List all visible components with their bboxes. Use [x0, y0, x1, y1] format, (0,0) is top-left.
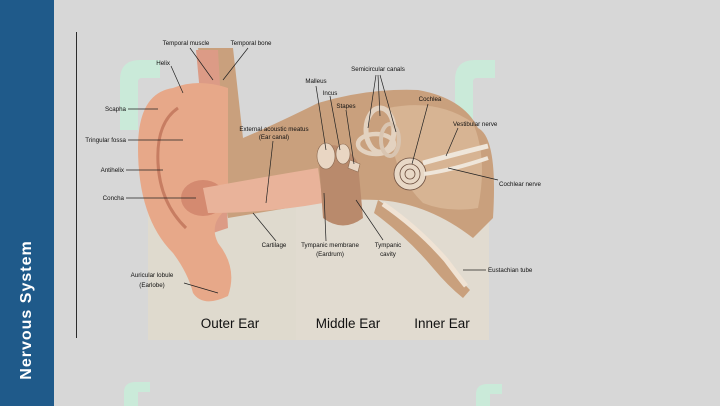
label-concha: Concha [103, 195, 125, 202]
vertical-divider [76, 32, 77, 338]
label-incus: Incus [323, 90, 338, 97]
ear-anatomy-diagram: Temporal muscle Temporal bone Helix Scap… [85, 40, 542, 340]
label-temporal-bone: Temporal bone [231, 40, 272, 47]
leader-canals-1 [367, 74, 377, 129]
label-eardrum: (Eardrum) [316, 251, 344, 258]
leader-temporal-muscle [189, 47, 214, 81]
sidebar-title: Nervous System [18, 240, 35, 380]
semicircular-canal-3 [379, 122, 401, 158]
label-temporal-muscle: Temporal muscle [163, 40, 210, 47]
leader-vestibular-nerve [445, 127, 459, 157]
label-scapha: Scapha [105, 106, 127, 113]
leader-temporal-bone [222, 47, 249, 81]
label-stapes: Stapes [336, 103, 355, 110]
malleus-shape [316, 142, 336, 170]
label-vestibular-nerve: Vestibular nerve [453, 121, 498, 128]
leader-tympanic-membrane [323, 192, 327, 242]
label-cochlea: Cochlea [419, 96, 442, 103]
leader-canals-3 [379, 74, 397, 133]
label-triangular-fossa: Tringular fossa [85, 137, 126, 144]
vestibular-nerve-shape [422, 143, 489, 166]
eustachian-tube-shape [381, 201, 468, 288]
semicircular-canal-2 [355, 131, 397, 157]
leader-ear-canal [265, 140, 274, 204]
cochlea-spiral-inner [404, 168, 416, 180]
cochlea-shape [393, 157, 427, 191]
label-helix: Helix [156, 60, 171, 67]
leader-tympanic-cavity [355, 199, 384, 241]
leader-malleus [315, 85, 327, 151]
label-malleus: Malleus [305, 78, 326, 85]
leader-helix [170, 65, 184, 94]
label-tympanic-cavity-line1: Tympanic [375, 242, 401, 249]
ear-canal-shape [203, 168, 323, 213]
label-antihelix: Antihelix [101, 167, 125, 174]
leader-cochlear-nerve [447, 167, 499, 181]
leader-earlobe [183, 282, 219, 294]
label-ear-canal: (Ear canal) [259, 134, 289, 141]
label-external-meatus: External acoustic meatus [239, 126, 308, 133]
eustachian-tube-bone [374, 200, 470, 298]
leader-stapes [345, 109, 355, 165]
label-cochlear-nerve: Cochlear nerve [499, 181, 542, 188]
region-title-middle-ear: Middle Ear [316, 316, 381, 331]
antihelix-fold [156, 106, 188, 230]
label-eustachian-tube: Eustachian tube [488, 267, 533, 274]
region-title-outer-ear: Outer Ear [201, 316, 260, 331]
label-auricular-lobule: Auricular lobule [131, 272, 174, 279]
cochlear-nerve-shape [423, 156, 489, 176]
sidebar: Nervous System [0, 0, 54, 406]
leader-cochlea [411, 103, 429, 165]
label-tympanic-cavity-line2: cavity [380, 251, 397, 258]
leader-incus [329, 95, 341, 151]
label-earlobe: (Earlobe) [139, 282, 164, 289]
label-cartilage: Cartilage [262, 242, 287, 249]
stapes-shape [347, 159, 361, 173]
region-title-inner-ear: Inner Ear [414, 316, 470, 331]
leader-cartilage [252, 212, 277, 242]
leader-canals-2 [377, 74, 381, 117]
label-semicircular-canals: Semicircular canals [351, 66, 405, 73]
incus-shape [335, 143, 351, 165]
label-tympanic-membrane: Tympanic membrane [301, 242, 359, 249]
cochlea-spiral [399, 163, 421, 185]
